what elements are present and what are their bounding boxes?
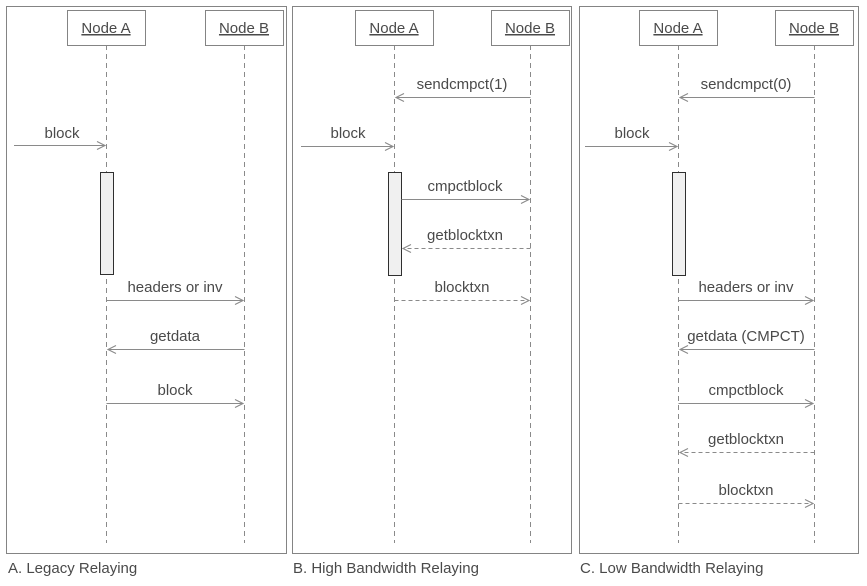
message-label: headers or inv [127,279,223,296]
node-a-box [639,10,718,46]
node-a-label: Node A [369,20,418,37]
panel-caption: B. High Bandwidth Relaying [293,560,479,577]
node-b-box [491,10,570,46]
node-b-box [775,10,854,46]
activation-bar-node-a [672,172,686,276]
panel-frame [6,6,287,554]
panel-high-bandwidth-relaying: Node A Node B sendcmpct(1) block cmpctbl… [292,6,572,577]
node-a-label: Node A [653,20,702,37]
message-label: getdata [150,328,201,345]
message-label: block [157,382,193,399]
panel-legacy-relaying: Node A Node B block headers or inv getda… [6,6,287,577]
activation-bar-node-a [100,172,114,275]
message-label: headers or inv [698,279,794,296]
message-label: blocktxn [718,482,773,499]
node-b-box [205,10,284,46]
node-a-box [67,10,146,46]
activation-bar-node-a [388,172,402,276]
panel-low-bandwidth-relaying: Node A Node B sendcmpct(0) block headers… [579,6,859,577]
message-label: getblocktxn [708,431,784,448]
panel-caption: A. Legacy Relaying [8,560,137,577]
node-b-label: Node B [219,20,269,37]
message-label: block [614,125,650,142]
message-label: sendcmpct(1) [417,76,508,93]
panel-caption: C. Low Bandwidth Relaying [580,560,763,577]
message-label: getdata (CMPCT) [687,328,805,345]
node-a-label: Node A [81,20,130,37]
message-label: block [44,125,80,142]
message-label: cmpctblock [427,178,503,195]
message-label: sendcmpct(0) [701,76,792,93]
node-b-label: Node B [505,20,555,37]
message-label: getblocktxn [427,227,503,244]
message-label: blocktxn [434,279,489,296]
message-label: cmpctblock [708,382,784,399]
node-a-box [355,10,434,46]
message-label: block [330,125,366,142]
node-b-label: Node B [789,20,839,37]
